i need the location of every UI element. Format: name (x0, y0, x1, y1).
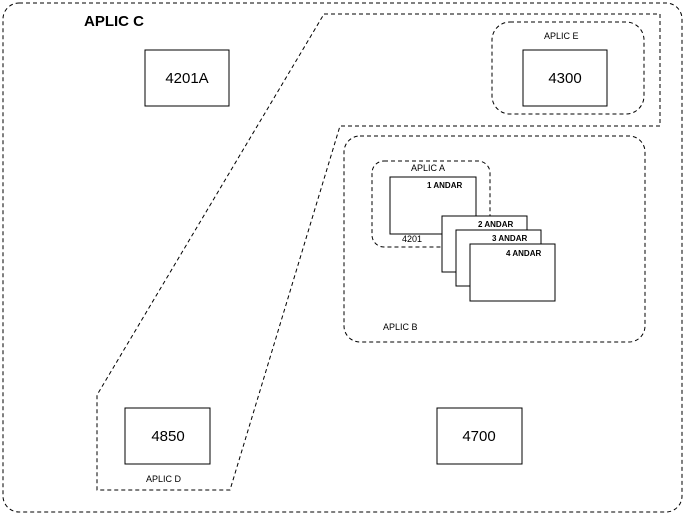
aplic-c-label: APLIC C (84, 13, 144, 30)
floor-4-label: 4 ANDAR (506, 249, 541, 258)
aplic-a-label: APLIC A (411, 163, 445, 173)
floor-2-label: 2 ANDAR (478, 220, 513, 229)
node-4700-label: 4700 (462, 428, 495, 445)
floor-4-box (469, 243, 556, 302)
floor-1-label: 1 ANDAR (427, 181, 462, 190)
aplic-d-label: APLIC D (146, 474, 182, 484)
node-4201-label: 4201 (402, 234, 422, 244)
aplic-b-label: APLIC B (383, 322, 418, 332)
aplic-e-boundary (491, 21, 645, 115)
node-4201a-box (144, 49, 230, 107)
aplic-a-boundary (371, 160, 491, 248)
floor-3-label: 3 ANDAR (492, 234, 527, 243)
node-4201a-label: 4201A (165, 70, 208, 87)
node-4300-label: 4300 (548, 70, 581, 87)
node-4850-box (124, 407, 211, 465)
aplic-d-boundary (96, 13, 661, 491)
aplic-c-boundary (2, 2, 683, 513)
node-4850-label: 4850 (151, 428, 184, 445)
node-4700-box (436, 407, 523, 465)
aplic-e-label: APLIC E (544, 31, 579, 41)
node-4300-box (522, 49, 608, 107)
aplic-b-boundary (343, 135, 646, 343)
